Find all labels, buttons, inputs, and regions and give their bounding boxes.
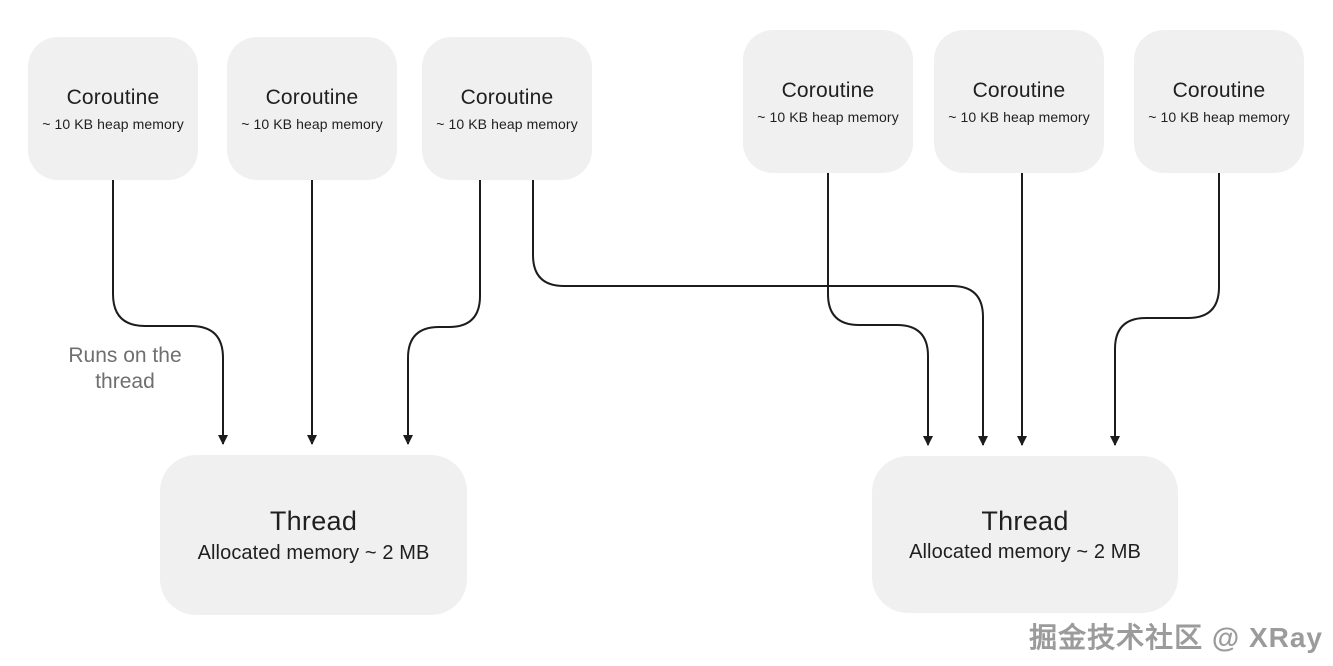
coroutine-subtitle: ~ 10 KB heap memory [241, 115, 383, 132]
connector-coroutine3-thread1 [403, 180, 481, 445]
thread-title: Thread [269, 506, 358, 537]
runs-on-thread-line2: thread [95, 370, 155, 393]
connector-coroutine6-thread2 [1110, 172, 1220, 446]
thread-subtitle: Allocated memory ~ 2 MB [909, 541, 1141, 564]
coroutine-box-2: Coroutine ~ 10 KB heap memory [227, 37, 397, 180]
runs-on-thread-line1: Runs on the [68, 344, 182, 367]
watermark-text: 掘金技术社区 @ XRay [1029, 622, 1323, 653]
coroutine-subtitle: ~ 10 KB heap memory [42, 115, 184, 132]
runs-on-thread-label: Runs on the thread [40, 343, 210, 395]
coroutine-subtitle: ~ 10 KB heap memory [436, 115, 578, 132]
coroutine-subtitle: ~ 10 KB heap memory [1148, 108, 1290, 125]
coroutine-subtitle: ~ 10 KB heap memory [757, 108, 899, 125]
coroutine-title: Coroutine [460, 86, 554, 110]
connector-coroutine3-thread2 [532, 180, 988, 446]
coroutine-box-1: Coroutine ~ 10 KB heap memory [28, 37, 198, 180]
coroutine-title: Coroutine [1172, 79, 1266, 103]
connector-coroutine1-thread1 [112, 180, 228, 445]
coroutine-box-6: Coroutine ~ 10 KB heap memory [1134, 30, 1304, 173]
coroutine-title: Coroutine [66, 86, 160, 110]
thread-subtitle: Allocated memory ~ 2 MB [197, 541, 430, 564]
coroutine-box-5: Coroutine ~ 10 KB heap memory [934, 30, 1104, 173]
connector-coroutine4-thread2 [827, 172, 933, 446]
coroutine-title: Coroutine [265, 86, 359, 110]
coroutine-box-4: Coroutine ~ 10 KB heap memory [743, 30, 913, 173]
thread-box-1: Thread Allocated memory ~ 2 MB [160, 455, 467, 615]
thread-title: Thread [981, 505, 1069, 536]
thread-box-2: Thread Allocated memory ~ 2 MB [872, 456, 1178, 613]
coroutine-title: Coroutine [781, 79, 875, 103]
coroutine-box-3: Coroutine ~ 10 KB heap memory [422, 37, 592, 180]
coroutine-subtitle: ~ 10 KB heap memory [948, 108, 1090, 125]
coroutine-title: Coroutine [972, 79, 1066, 103]
